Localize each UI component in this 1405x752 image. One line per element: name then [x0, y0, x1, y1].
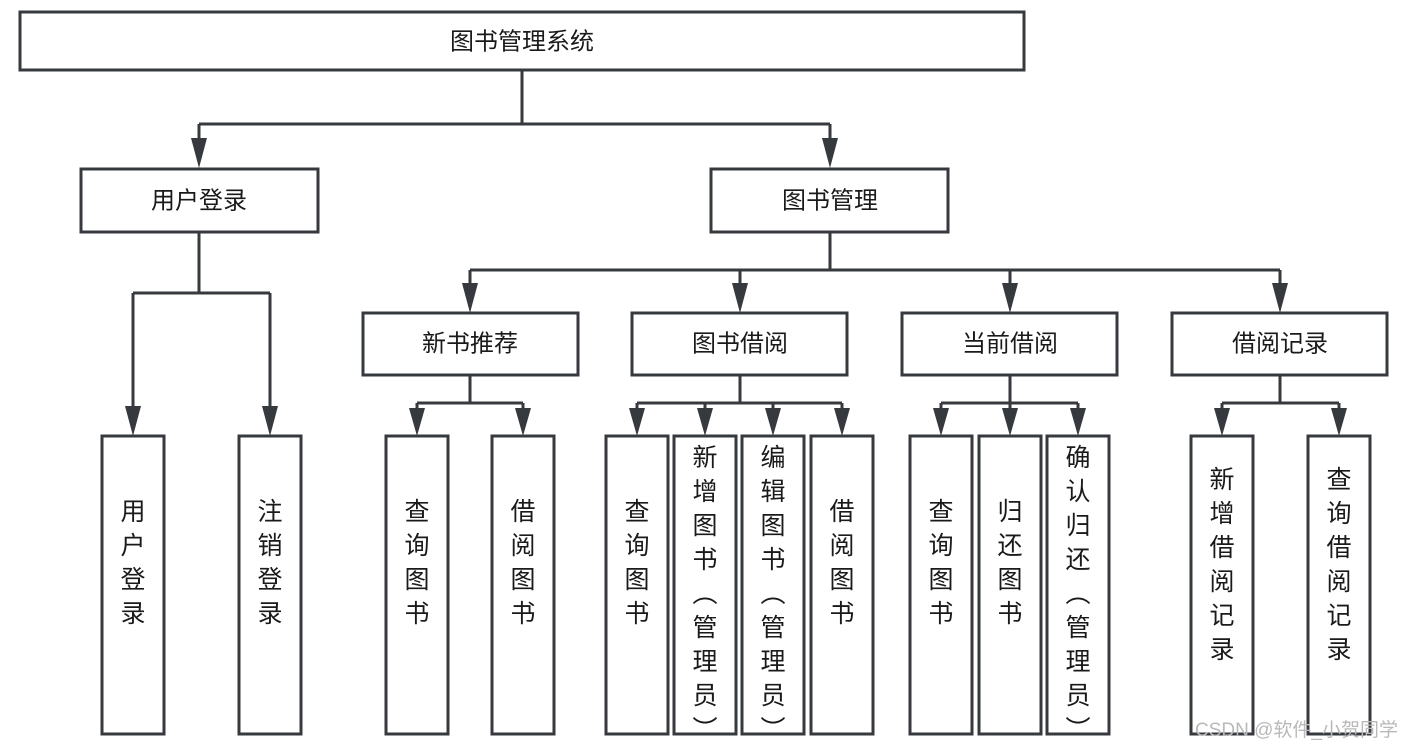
- node-leaf-return-book[interactable]: 归还图书: [977, 434, 1043, 736]
- node-book-management[interactable]: 图书管理: [709, 167, 950, 234]
- edge-group-borrow-record: [1214, 375, 1347, 436]
- arrow-head-leaf-query-record: [1331, 408, 1347, 436]
- node-user-login-label: 用户登录: [151, 187, 247, 214]
- arrow-head-leaf-confirm-return: [1070, 408, 1086, 436]
- arrow-head-leaf-edit-book: [765, 408, 781, 436]
- arrow-head-leaf-logout-login: [262, 406, 278, 436]
- edge-group-new-book-recommend: [409, 375, 531, 436]
- node-leaf-query-record-box[interactable]: [1306, 434, 1372, 736]
- node-leaf-add-book[interactable]: 新增图书︵管理员︶: [672, 434, 738, 744]
- arrow-head-leaf-add-book: [697, 408, 713, 436]
- edge-group-current-borrow: [933, 375, 1086, 436]
- edge-group-book-borrow: [629, 375, 850, 436]
- node-leaf-logout-login-box[interactable]: [237, 434, 303, 736]
- node-leaf-edit-book[interactable]: 编辑图书︵管理员︶: [740, 434, 806, 744]
- node-new-book-recommend-label: 新书推荐: [422, 330, 518, 357]
- node-leaf-query-book-1-box[interactable]: [384, 434, 450, 736]
- node-root-label: 图书管理系统: [450, 28, 594, 55]
- node-book-borrow-label: 图书借阅: [692, 330, 788, 357]
- edge-group-book-management: [462, 232, 1288, 313]
- arrow-head-new-book-recommend: [462, 283, 478, 313]
- node-leaf-query-book-1[interactable]: 查询图书: [384, 434, 450, 736]
- node-leaf-query-book-2[interactable]: 查询图书: [604, 434, 670, 736]
- node-leaf-query-book-2-box[interactable]: [604, 434, 670, 736]
- node-leaf-add-book-label: 新增图书︵管理员︶: [692, 444, 717, 744]
- node-book-management-box[interactable]: [709, 167, 950, 234]
- node-root-box[interactable]: [18, 10, 1026, 72]
- node-leaf-query-record-label: 查询借阅记录: [1326, 466, 1351, 664]
- node-leaf-logout-login-label: 注销登录: [257, 498, 282, 628]
- arrow-head-user-login: [191, 138, 207, 168]
- arrow-head-leaf-return-book: [1002, 408, 1018, 436]
- node-leaf-user-login-box[interactable]: [100, 434, 166, 736]
- node-leaf-logout-login[interactable]: 注销登录: [237, 434, 303, 736]
- node-leaf-borrow-book-1-box[interactable]: [490, 434, 556, 736]
- node-leaf-add-record-box[interactable]: [1189, 434, 1255, 736]
- arrow-head-book-management: [822, 138, 838, 168]
- arrow-head-leaf-query-book-3: [933, 408, 949, 436]
- node-leaf-borrow-book-2[interactable]: 借阅图书: [809, 434, 875, 736]
- arrow-head-leaf-borrow-book-2: [834, 408, 850, 436]
- node-leaf-borrow-book-2-box[interactable]: [809, 434, 875, 736]
- node-leaf-add-book-box[interactable]: [672, 434, 738, 736]
- arrow-head-leaf-query-book-2: [629, 408, 645, 436]
- node-leaf-confirm-return-box[interactable]: [1045, 434, 1111, 736]
- node-leaf-query-book-2-label: 查询图书: [624, 498, 649, 628]
- node-leaf-borrow-book-2-label: 借阅图书: [829, 498, 854, 628]
- node-leaf-borrow-book-1-label: 借阅图书: [510, 498, 535, 628]
- node-user-login-box[interactable]: [79, 167, 320, 234]
- node-leaf-edit-book-label: 编辑图书︵管理员︶: [760, 444, 785, 744]
- node-leaf-user-login[interactable]: 用户登录: [100, 434, 166, 736]
- edge-group-user-login: [125, 232, 278, 436]
- arrow-head-leaf-query-book-1: [409, 408, 425, 436]
- node-leaf-user-login-label: 用户登录: [120, 498, 145, 628]
- node-leaf-confirm-return[interactable]: 确认归还︵管理员︶: [1045, 434, 1111, 744]
- node-leaf-query-book-3-box[interactable]: [908, 434, 974, 736]
- arrow-head-leaf-add-record: [1214, 408, 1230, 436]
- node-leaf-query-book-3[interactable]: 查询图书: [908, 434, 974, 736]
- node-current-borrow-label: 当前借阅: [962, 330, 1058, 357]
- node-borrow-record-label: 借阅记录: [1232, 330, 1328, 357]
- node-borrow-record-box[interactable]: [1170, 311, 1389, 377]
- arrow-head-leaf-user-login: [125, 406, 141, 436]
- node-root[interactable]: 图书管理系统: [18, 10, 1026, 72]
- edge-group-root: [191, 70, 838, 168]
- node-new-book-recommend-box[interactable]: [361, 311, 580, 377]
- node-book-borrow-box[interactable]: [630, 311, 849, 377]
- node-leaf-add-record[interactable]: 新增借阅记录: [1189, 434, 1255, 736]
- node-leaf-return-book-box[interactable]: [977, 434, 1043, 736]
- node-leaf-borrow-book-1[interactable]: 借阅图书: [490, 434, 556, 736]
- node-leaf-query-record[interactable]: 查询借阅记录: [1306, 434, 1372, 736]
- arrow-head-current-borrow: [1002, 283, 1018, 313]
- node-leaf-query-book-3-label: 查询图书: [928, 498, 953, 628]
- node-leaf-add-record-label: 新增借阅记录: [1209, 466, 1234, 664]
- node-book-management-label: 图书管理: [782, 187, 878, 214]
- node-new-book-recommend[interactable]: 新书推荐: [361, 311, 580, 377]
- node-current-borrow[interactable]: 当前借阅: [900, 311, 1119, 377]
- node-leaf-confirm-return-label: 确认归还︵管理员︶: [1065, 444, 1090, 744]
- arrow-head-leaf-borrow-book-1: [515, 408, 531, 436]
- node-leaf-query-book-1-label: 查询图书: [404, 498, 429, 628]
- node-book-borrow[interactable]: 图书借阅: [630, 311, 849, 377]
- arrow-head-borrow-record: [1272, 283, 1288, 313]
- arrow-head-book-borrow: [732, 283, 748, 313]
- node-leaf-return-book-label: 归还图书: [997, 498, 1022, 628]
- node-user-login[interactable]: 用户登录: [79, 167, 320, 234]
- node-borrow-record[interactable]: 借阅记录: [1170, 311, 1389, 377]
- node-current-borrow-box[interactable]: [900, 311, 1119, 377]
- node-leaf-edit-book-box[interactable]: [740, 434, 806, 736]
- csdn-watermark: CSDN @软件_小贺同学: [1195, 719, 1398, 741]
